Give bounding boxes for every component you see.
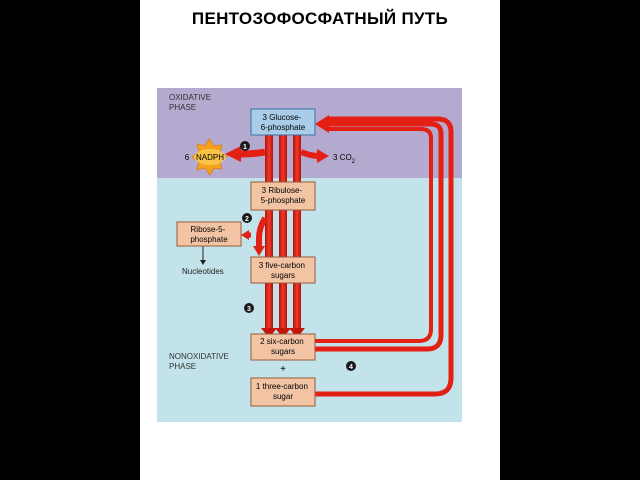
svg-text:1 three-carbon sugar: 1 three-carbon sugar xyxy=(256,382,310,401)
nucleotides-label: Nucleotides xyxy=(182,267,224,276)
box-ribose-5-phosphate: Ribose-5- phosphate xyxy=(176,221,242,247)
box-glucose-6-phosphate: 3 Glucose- 6-phosphate xyxy=(250,108,316,136)
box-ribulose-5-phosphate: 3 Ribulose- 5-phosphate xyxy=(250,181,316,211)
slide-title: ПЕНТОЗОФОСФАТНЫЙ ПУТЬ xyxy=(191,9,449,28)
svg-text:3 Ribulose- 5-phosphate: 3 Ribulose- 5-phosphate xyxy=(261,186,306,205)
recycle-arrowhead xyxy=(315,115,329,133)
svg-text:2 six-carbon sugars: 2 six-carbon sugars xyxy=(260,337,306,356)
svg-text:3: 3 xyxy=(247,306,251,313)
nonoxidative-phase-label: NONOXIDATIVE PHASE xyxy=(169,352,231,371)
nadph-label: NADPH xyxy=(196,153,224,162)
step-badge-3: 3 xyxy=(244,303,254,313)
svg-text:1: 1 xyxy=(243,144,247,151)
box-six-carbon-sugars: 2 six-carbon sugars xyxy=(250,333,316,361)
step-badge-2: 2 xyxy=(242,213,252,223)
pentose-phosphate-diagram: OXIDATIVE PHASE NONOXIDATIVE PHASE Nucle… xyxy=(157,88,462,422)
box-five-carbon-sugars: 3 five-carbon sugars xyxy=(250,256,316,284)
co2-label: 3 CO2 xyxy=(333,153,356,165)
svg-text:4: 4 xyxy=(349,364,353,371)
svg-text:Ribose-5- phosphate: Ribose-5- phosphate xyxy=(190,225,228,244)
svg-text:3 five-carbon sugars: 3 five-carbon sugars xyxy=(259,261,307,280)
nadph-coefficient: 6 xyxy=(185,153,190,162)
ribose-branch-arrow xyxy=(256,216,268,248)
svg-text:2: 2 xyxy=(245,216,249,223)
step-badge-1: 1 xyxy=(240,141,250,151)
box-three-carbon-sugar: 1 three-carbon sugar xyxy=(250,377,316,407)
svg-text:3 Glucose- 6-phosphate: 3 Glucose- 6-phosphate xyxy=(261,113,306,132)
recycle-arrows xyxy=(315,116,454,397)
nadph-branch-arrow xyxy=(240,148,266,158)
plus-sign: + xyxy=(280,364,286,375)
step-badge-4: 4 xyxy=(346,361,356,371)
main-flow-arrows xyxy=(261,133,305,338)
oxidative-phase-label: OXIDATIVE PHASE xyxy=(169,93,213,112)
